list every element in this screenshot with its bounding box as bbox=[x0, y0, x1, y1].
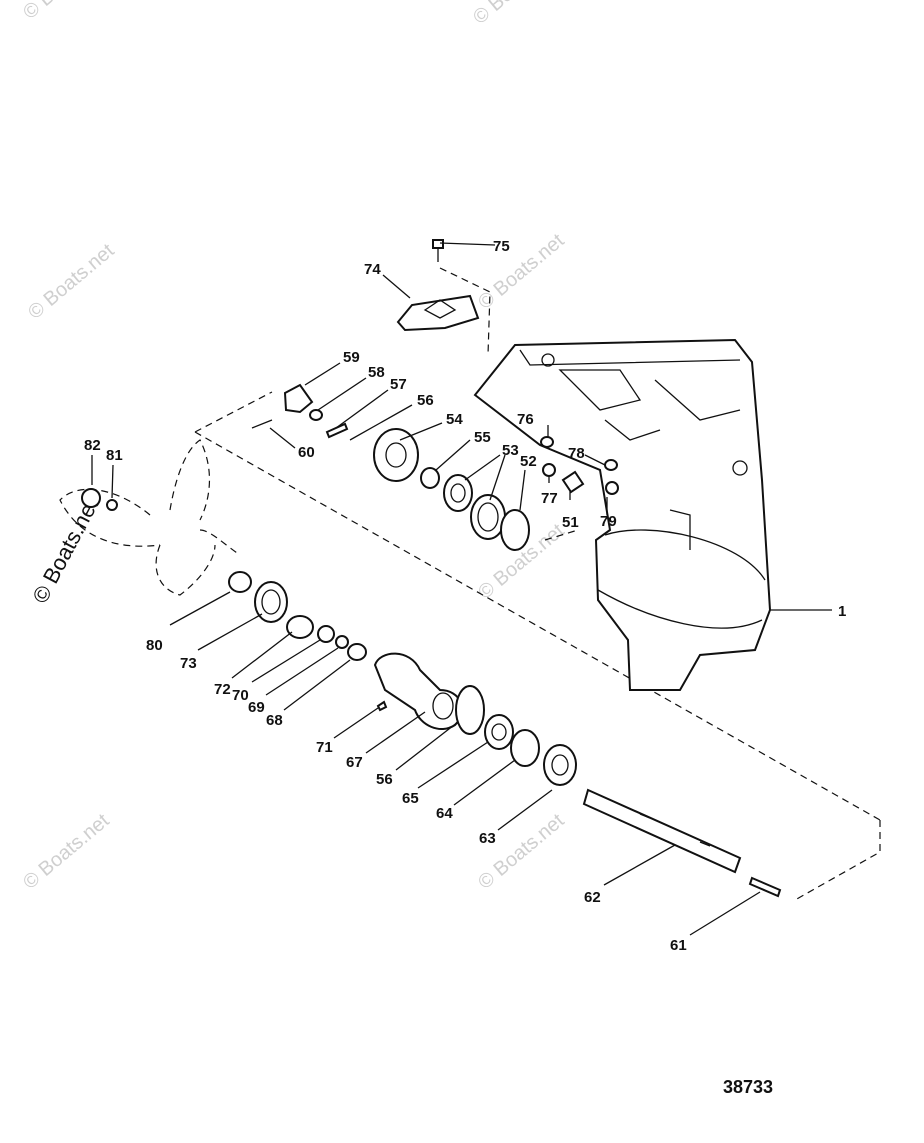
washer-78 bbox=[604, 459, 618, 471]
bearing-carrier bbox=[373, 652, 464, 730]
assembly-guide-lines bbox=[194, 267, 881, 901]
clutch-73 bbox=[254, 581, 288, 623]
callout-69: 69 bbox=[248, 699, 265, 716]
propeller-shaft bbox=[582, 788, 742, 874]
watermark: © Boats.net bbox=[474, 229, 569, 313]
shim-64 bbox=[510, 729, 540, 767]
slide-pin bbox=[251, 419, 273, 429]
bearing-cup bbox=[470, 494, 506, 540]
callout-70: 70 bbox=[232, 687, 249, 704]
leader-lines bbox=[91, 242, 832, 936]
ring-69 bbox=[335, 635, 349, 649]
pinion-gear bbox=[373, 428, 419, 482]
callout-75: 75 bbox=[493, 238, 510, 255]
cam-61 bbox=[748, 876, 782, 898]
watermark: © Boats.net bbox=[474, 809, 569, 893]
callout-77: 77 bbox=[541, 490, 558, 507]
callout-64: 64 bbox=[436, 805, 453, 822]
callout-76: 76 bbox=[517, 411, 534, 428]
callout-71: 71 bbox=[316, 739, 333, 756]
propeller-outline bbox=[59, 439, 241, 596]
o-ring-58 bbox=[309, 409, 323, 421]
callout-labels: 1 75 74 59 58 57 56 54 55 53 52 60 82 81… bbox=[84, 238, 846, 954]
anode-cover bbox=[396, 294, 480, 332]
o-ring-66 bbox=[455, 685, 485, 735]
washer-81 bbox=[106, 499, 118, 511]
callout-51: 51 bbox=[562, 514, 579, 531]
gear-housing bbox=[473, 338, 772, 691]
pin-71 bbox=[376, 700, 388, 712]
callout-58: 58 bbox=[368, 364, 385, 381]
watermark: © Boats.net bbox=[19, 0, 114, 24]
washer-72 bbox=[286, 615, 314, 639]
washer-70 bbox=[317, 625, 335, 643]
callout-68: 68 bbox=[266, 712, 283, 729]
callout-61: 61 bbox=[670, 937, 687, 954]
bearing-55 bbox=[420, 467, 440, 489]
callout-59: 59 bbox=[343, 349, 360, 366]
reference-number: 38733 bbox=[723, 1077, 773, 1097]
callout-78: 78 bbox=[568, 445, 585, 462]
callout-65: 65 bbox=[402, 790, 419, 807]
clamp-51 bbox=[561, 470, 585, 494]
callout-56a: 56 bbox=[417, 392, 434, 409]
callout-52: 52 bbox=[520, 453, 537, 470]
nut-77 bbox=[542, 463, 556, 477]
watermark-dark: © Boats.net bbox=[27, 494, 103, 608]
callout-63: 63 bbox=[479, 830, 496, 847]
bushing-68 bbox=[347, 643, 367, 661]
callout-57: 57 bbox=[390, 376, 407, 393]
screw-75 bbox=[432, 239, 444, 262]
watermark: © Boats.net bbox=[469, 0, 564, 29]
washer-80 bbox=[228, 571, 252, 593]
shim-52 bbox=[500, 509, 530, 551]
watermark: © Boats.net bbox=[24, 239, 119, 323]
callout-81: 81 bbox=[106, 447, 123, 464]
prop-nut-82 bbox=[81, 488, 101, 508]
callout-56b: 56 bbox=[376, 771, 393, 788]
callout-60: 60 bbox=[298, 444, 315, 461]
nut-79 bbox=[605, 481, 619, 495]
callout-1: 1 bbox=[838, 603, 846, 620]
cam-follower bbox=[283, 383, 314, 414]
bearing-65 bbox=[484, 714, 514, 750]
callout-55: 55 bbox=[474, 429, 491, 446]
washer-76 bbox=[540, 436, 554, 448]
callout-74: 74 bbox=[364, 261, 381, 278]
bearing-53 bbox=[443, 474, 473, 512]
callout-62: 62 bbox=[584, 889, 601, 906]
callout-80: 80 bbox=[146, 637, 163, 654]
callout-54: 54 bbox=[446, 411, 463, 428]
callout-82: 82 bbox=[84, 437, 101, 454]
callout-53: 53 bbox=[502, 442, 519, 459]
callout-72: 72 bbox=[214, 681, 231, 698]
callout-73: 73 bbox=[180, 655, 197, 672]
callout-67: 67 bbox=[346, 754, 363, 771]
watermark: © Boats.net bbox=[19, 809, 114, 893]
callout-79: 79 bbox=[600, 513, 617, 530]
pin-57 bbox=[325, 422, 349, 439]
forward-gear-63 bbox=[543, 744, 577, 786]
